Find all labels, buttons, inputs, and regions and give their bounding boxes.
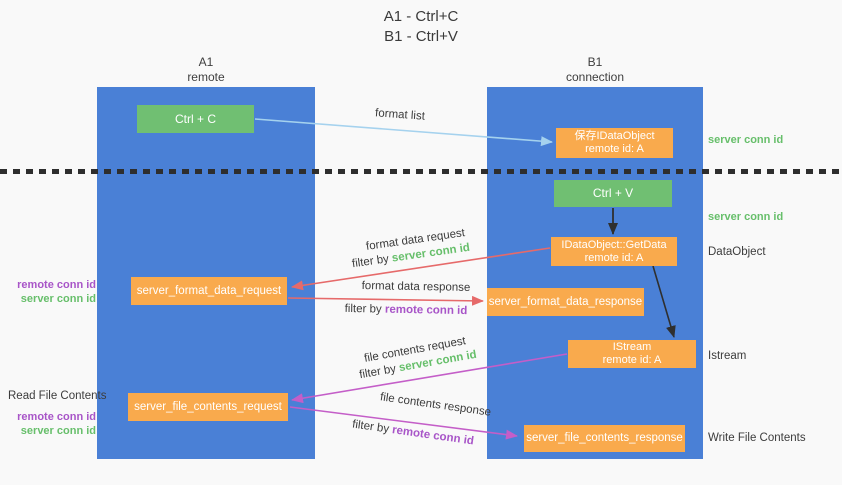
remote-conn-id-key: remote conn id (384, 303, 468, 318)
read-file-contents-label: Read File Contents (8, 390, 107, 402)
node-istream: IStream remote id: A (568, 340, 696, 368)
node-sfdresp-label: server_format_data_response (488, 295, 643, 308)
node-save-idataobject: 保存IDataObject remote id: A (556, 128, 673, 158)
right-server-conn-id-top: server conn id (708, 134, 784, 146)
node-istream-line2: remote id: A (602, 354, 662, 366)
node-ctrl-c-label: Ctrl + C (174, 111, 216, 126)
node-server-format-data-response: server_format_data_response (487, 288, 644, 316)
node-save-idataobject-line2: remote id: A (585, 143, 644, 155)
lane-right-name: B1 (587, 55, 603, 69)
write-file-contents-label: Write File Contents (708, 432, 806, 444)
node-idataobject-getdata: IDataObject::GetData remote id: A (551, 237, 677, 266)
label-format-data-response-filter: filter by remote conn id (332, 303, 480, 318)
node-ctrl-c: Ctrl + C (137, 105, 254, 133)
node-getdata-line2: remote id: A (584, 251, 644, 264)
node-server-file-contents-request: server_file_contents_request (128, 393, 288, 421)
node-ctrl-v-label: Ctrl + V (592, 186, 634, 200)
server-conn-id-label: server conn id (20, 425, 96, 437)
arrow-file-contents-request (291, 353, 568, 404)
dataobject-label: DataObject (708, 246, 766, 258)
page-title: A1 - Ctrl+C B1 - Ctrl+V (0, 7, 842, 47)
lane-left-role: remote (187, 70, 225, 84)
node-sfdreq-label: server_format_data_request (136, 284, 282, 297)
title-line-2: B1 - Ctrl+V (384, 28, 458, 45)
separator-dashed-line (0, 169, 842, 174)
title-line-1: A1 - Ctrl+C (383, 8, 459, 25)
lane-header-left: A1 remote (97, 55, 315, 85)
node-istream-line1: IStream (612, 341, 652, 353)
node-server-format-data-request: server_format_data_request (131, 277, 287, 305)
node-ctrl-v: Ctrl + V (554, 180, 672, 207)
arrow-format-data-request (291, 247, 551, 291)
arrow-file-contents-response (289, 406, 518, 440)
node-sfcreq-label: server_file_contents_request (134, 400, 282, 413)
arrow-format-data-response (287, 295, 484, 306)
filter-prefix: filter by (344, 302, 386, 316)
arrow-format-list (254, 118, 553, 147)
node-save-idataobject-line1: 保存IDataObject (574, 130, 655, 142)
lane-left-name: A1 (198, 55, 214, 69)
remote-conn-id-label: remote conn id (17, 411, 96, 423)
node-server-file-contents-response: server_file_contents_response (524, 425, 685, 452)
lane-header-right: B1 connection (487, 55, 703, 85)
remote-conn-id-label: remote conn id (17, 279, 96, 291)
left-mid-conn-ids: remote conn id server conn id (8, 278, 96, 306)
server-conn-id-label: server conn id (20, 293, 96, 305)
right-server-conn-id-mid: server conn id (708, 211, 784, 223)
istream-label: Istream (708, 350, 747, 362)
left-bottom-conn-ids: remote conn id server conn id (8, 410, 96, 438)
arrow-getdata-to-istream (652, 265, 676, 338)
lane-right-role: connection (565, 70, 625, 84)
node-getdata-line1: IDataObject::GetData (561, 238, 667, 251)
label-format-data-response: format data response (361, 280, 471, 294)
node-sfcresp-label: server_file_contents_response (526, 432, 683, 444)
